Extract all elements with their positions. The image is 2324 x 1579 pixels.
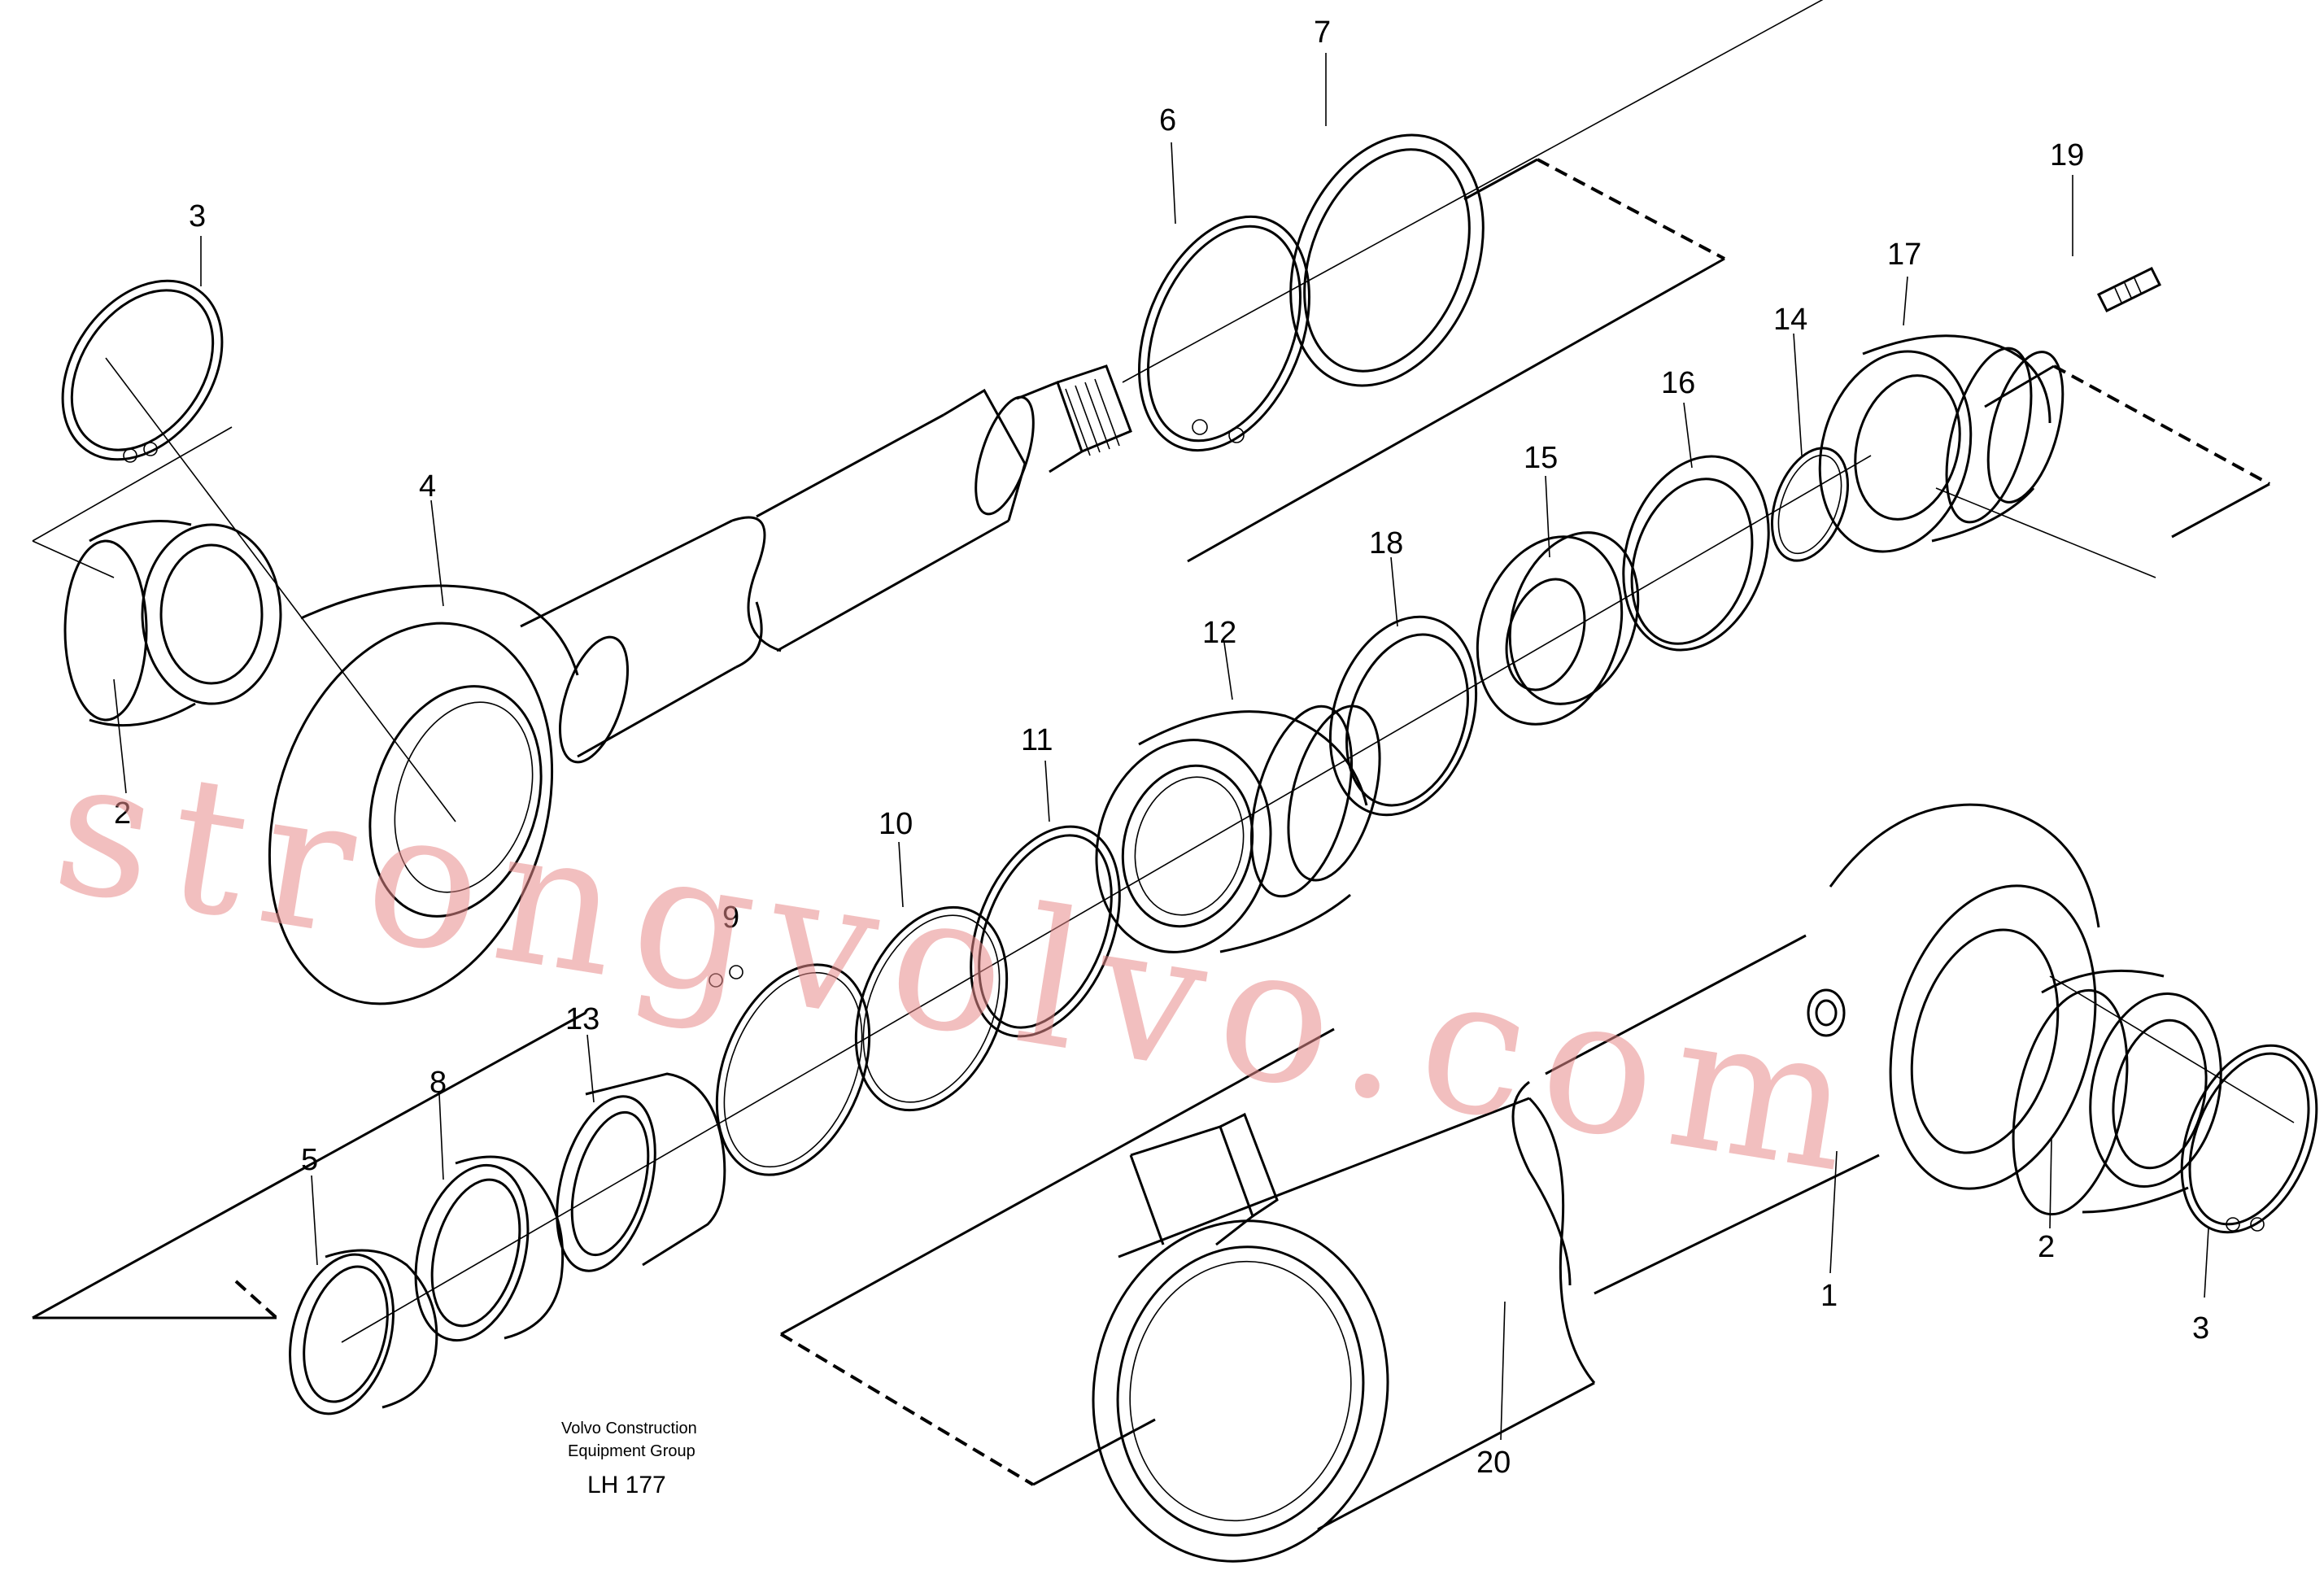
callout-5: 5	[301, 1143, 318, 1177]
screw-19	[2096, 266, 2162, 313]
callout-2-upper: 2	[114, 796, 131, 831]
callout-2-lower: 2	[2038, 1230, 2055, 1264]
split-ring-9	[709, 963, 871, 1176]
callout-6: 6	[1159, 103, 1176, 137]
callout-13: 13	[565, 1002, 600, 1036]
upper-frame	[32, 158, 1725, 1319]
oring-11	[970, 825, 1121, 1038]
bushing-13	[556, 1072, 726, 1272]
piston-rod-4	[268, 364, 1132, 1005]
callout-8: 8	[429, 1066, 447, 1100]
cylinder-tube-1	[1511, 803, 2100, 1295]
callout-11: 11	[1021, 723, 1053, 757]
guide-ring-18	[1328, 615, 1478, 817]
caption-line-1: Volvo Construction	[561, 1420, 697, 1437]
callout-labels: 3 2 4 6 7 19 17 14 16 15 18 12 11 10 9 1…	[114, 15, 2209, 1480]
ring-7	[1289, 133, 1485, 387]
callout-12: 12	[1202, 616, 1236, 650]
piston-12	[1095, 704, 1381, 953]
seal-16	[1622, 455, 1770, 652]
callout-3-upper: 3	[189, 199, 206, 233]
circlip-3-upper	[61, 279, 224, 463]
callout-4: 4	[419, 469, 436, 504]
bearing-2-upper	[63, 520, 282, 727]
callout-9: 9	[722, 901, 739, 935]
callout-20: 20	[1476, 1446, 1511, 1480]
circlip-3-lower	[2180, 1044, 2318, 1234]
callout-19: 19	[2050, 138, 2084, 172]
axis-lines	[105, 0, 2295, 1343]
gland-17	[1818, 334, 2065, 553]
callout-18: 18	[1369, 526, 1403, 561]
callout-1: 1	[1820, 1279, 1838, 1313]
leader-lines	[113, 53, 2209, 1441]
callout-15: 15	[1524, 441, 1558, 475]
seal-8	[414, 1155, 565, 1342]
ring-10	[854, 905, 1009, 1112]
caption-line-2: Equipment Group	[568, 1442, 695, 1460]
callout-16: 16	[1661, 366, 1695, 400]
bearing-2-lower	[2012, 969, 2222, 1216]
callout-14: 14	[1773, 303, 1807, 337]
ring3-frame	[32, 426, 233, 578]
cylinder-barrel-20	[1092, 1097, 1596, 1563]
watermark: strongvolvo.com	[41, 717, 1882, 1218]
callout-17: 17	[1887, 238, 1921, 272]
oring-14	[1770, 447, 1850, 562]
wiper-15	[1476, 531, 1640, 726]
circlip-6	[1138, 215, 1310, 452]
drawing-code: LH 177	[587, 1472, 666, 1498]
lower-frame	[779, 364, 2270, 1486]
callout-10: 10	[879, 807, 913, 841]
callout-3-lower: 3	[2192, 1311, 2209, 1346]
caption-block: Volvo Construction Equipment Group LH 17…	[561, 1420, 697, 1498]
seal-5	[289, 1249, 438, 1415]
callout-7: 7	[1314, 15, 1331, 50]
